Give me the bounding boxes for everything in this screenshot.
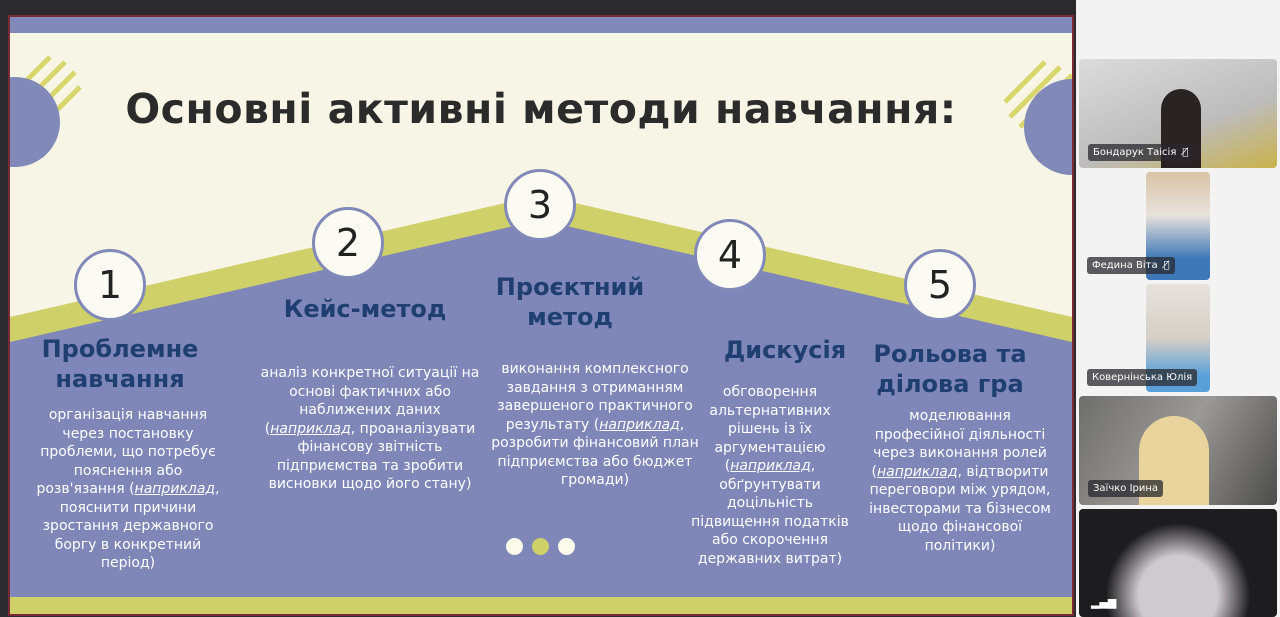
carousel-dot — [558, 538, 575, 555]
zigzag-band — [10, 195, 1072, 347]
method-heading-2: Кейс-метод — [283, 295, 447, 323]
circle-left-decoration — [10, 77, 60, 167]
slide-background — [10, 17, 1072, 614]
number-circle-4: 4 — [694, 219, 766, 291]
participant-tile[interactable]: ▂▄▆ — [1079, 509, 1277, 617]
method-description-4: обговорення альтернативних рішень із їх … — [691, 384, 849, 567]
number-circle-2: 2 — [312, 207, 384, 279]
carousel-dot — [506, 538, 523, 555]
carousel-dot-active — [532, 538, 549, 555]
method-description-3: виконання комплексного завдання з отрима… — [491, 361, 699, 488]
mic-muted-icon: 🎙̸ — [1182, 147, 1189, 158]
mic-muted-icon: 🎙̸ — [1163, 260, 1170, 271]
number-circle-3: 3 — [504, 169, 576, 241]
signal-strength-icon: ▂▄▆ — [1091, 596, 1117, 609]
participant-name: Федина Віта — [1092, 260, 1158, 271]
participant-tile[interactable]: Бондарук Таісія 🎙̸ — [1079, 59, 1277, 168]
participant-name: Ковернінська Юлія — [1092, 372, 1193, 383]
bottom-band — [10, 597, 1072, 614]
circle-right-decoration — [1024, 79, 1072, 175]
number-circle-5: 5 — [904, 249, 976, 321]
participant-name: Бондарук Таісія — [1093, 147, 1177, 158]
participant-name: Заїчко Ірина — [1093, 483, 1159, 494]
method-description-2: аналіз конкретної ситуації на основі фак… — [260, 365, 480, 492]
method-description-1: організація навчання через постановку пр… — [36, 407, 220, 571]
number-circle-1: 1 — [74, 249, 146, 321]
method-heading-4: Дискусія — [723, 336, 847, 364]
presentation-slide: Основні активні методи навчання: 1 2 3 4… — [8, 15, 1074, 616]
participant-tile[interactable]: Заїчко Ірина — [1079, 396, 1277, 505]
method-description-5: моделювання професійної діяльності через… — [869, 408, 1051, 554]
top-band — [10, 17, 1072, 33]
shared-screen: Основні активні методи навчання: 1 2 3 4… — [0, 0, 1076, 617]
content-area — [10, 220, 1072, 614]
slide-title: Основні активні методи навчання: — [125, 85, 957, 133]
